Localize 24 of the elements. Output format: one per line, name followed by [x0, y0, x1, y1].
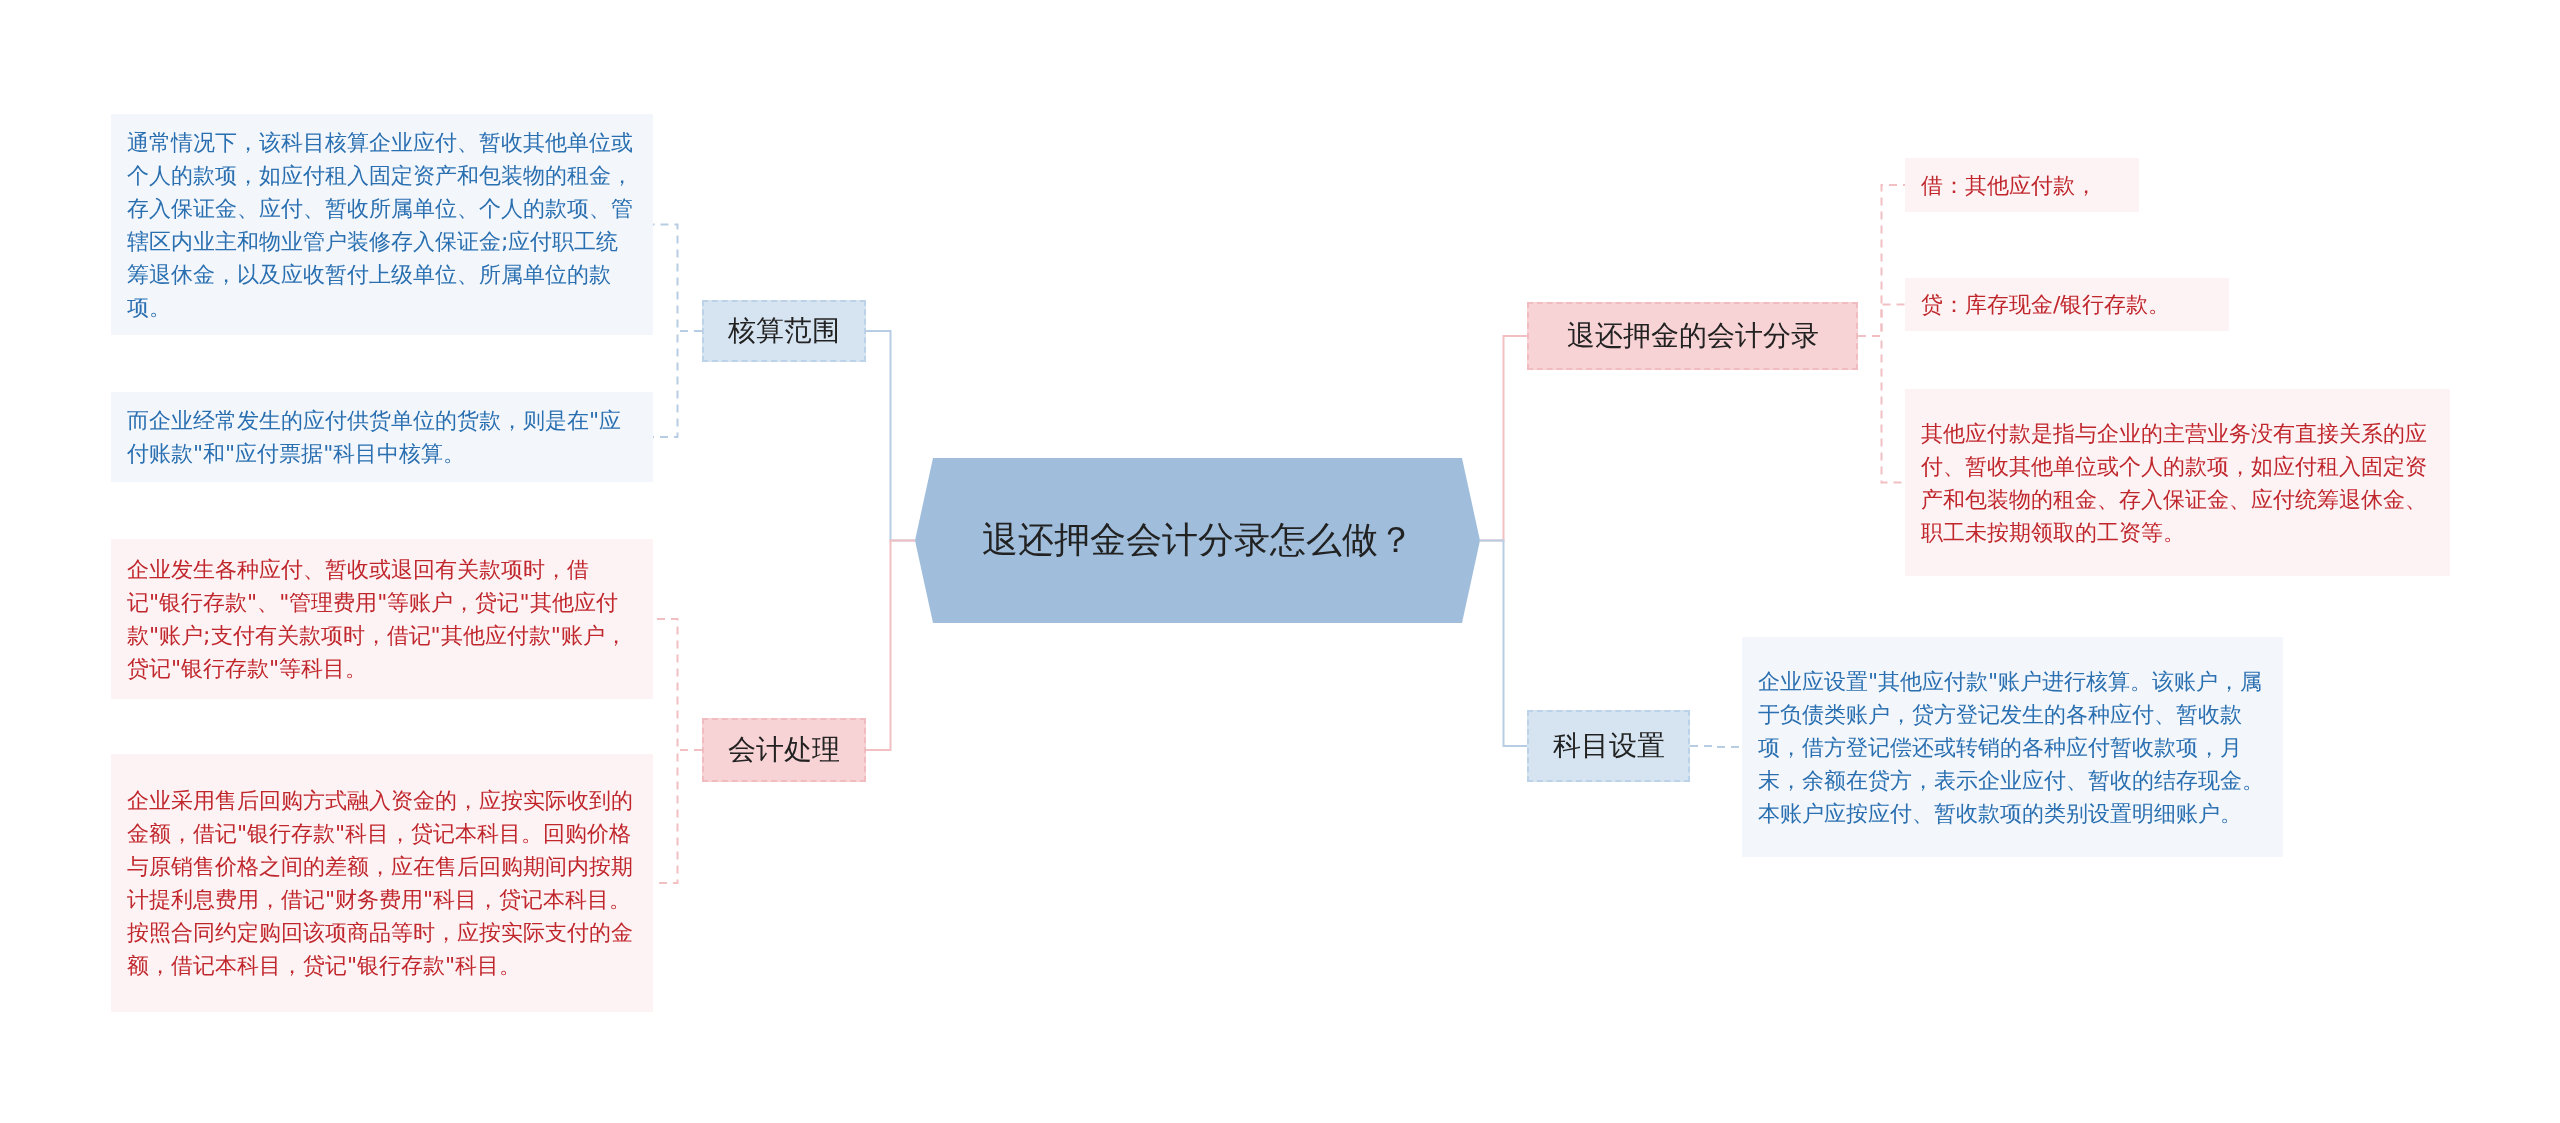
note-text: 而企业经常发生的应付供货单位的货款，则是在"应付账款"和"应付票据"科目中核算。 [127, 407, 623, 468]
central-topic-hexagon [915, 458, 1480, 623]
topic-label: 核算范围 [728, 313, 840, 349]
note-text: 借：其他应付款， [1921, 171, 2097, 200]
note-box [111, 392, 653, 482]
note-text: 企业采用售后回购方式融入资金的，应按实际收到的金额，借记"银行存款"科目，贷记本科目。回购价格与原销售价格之间的差额，应在售后回购期间内按期计提利息费用，借记"财务费用"科目，贷记本科目。按照合同约定购回该项商品等时，应按实际支付的金额，借记本科目，贷记"银行存款"科目。 [127, 787, 634, 980]
topic-title: 退还押金会计分录怎么做？ [981, 518, 1414, 562]
connector-line [1479, 539, 1528, 747]
note-text: 贷：库存现金/银行存款。 [1921, 291, 2171, 319]
topic-box [702, 300, 866, 362]
note-text: 企业发生各种应付、暂收或退回有关款项时，借记"银行存款"、"管理费用"等账户，贷记"其他应付款"账户;支付有关款项时，借记"其他应付款"账户，贷记"银行存款"等科目。 [127, 556, 628, 683]
note-box [111, 114, 653, 335]
note-box [1905, 158, 2139, 212]
note-text: 其他应付款是指与企业的主营业务没有直接关系的应付、暂收其他单位或个人的款项，如应付租入固定资产和包装物的租金、存入保证金、应付统筹退休金、职工未按期领取的工资等。 [1921, 419, 2428, 547]
connector-line [865, 539, 916, 751]
topic-label: 科目设置 [1552, 728, 1665, 764]
topic-label: 退还押金的会计分录 [1566, 318, 1819, 354]
topic-box [702, 718, 866, 782]
note-box [1905, 278, 2229, 331]
topic-box [1527, 710, 1690, 782]
note-text: 企业应设置"其他应付款"账户进行核算。该账户，属于负债类账户，贷方登记发生的各种应付、暂收款项，借方登记偿还或转销的各种应付暂收款项，月末，余额在贷方，表示企业应付、暂收的结存现金。本账户应按应付、暂收款项的类别设置明细账户。 [1758, 667, 2265, 828]
note-text: 通常情况下，该科目核算企业应付、暂收其他单位或个人的款项，如应付租入固定资产和包装物的租金，存入保证金、应付、暂收所属单位、个人的款项、管辖区内业主和物业管户装修存入保证金;应付职工统筹退休金，以及应收暂付上级单位、所属单位的款项。 [127, 128, 634, 322]
topic-box [1527, 302, 1858, 370]
topic-label: 会计处理 [728, 732, 840, 768]
